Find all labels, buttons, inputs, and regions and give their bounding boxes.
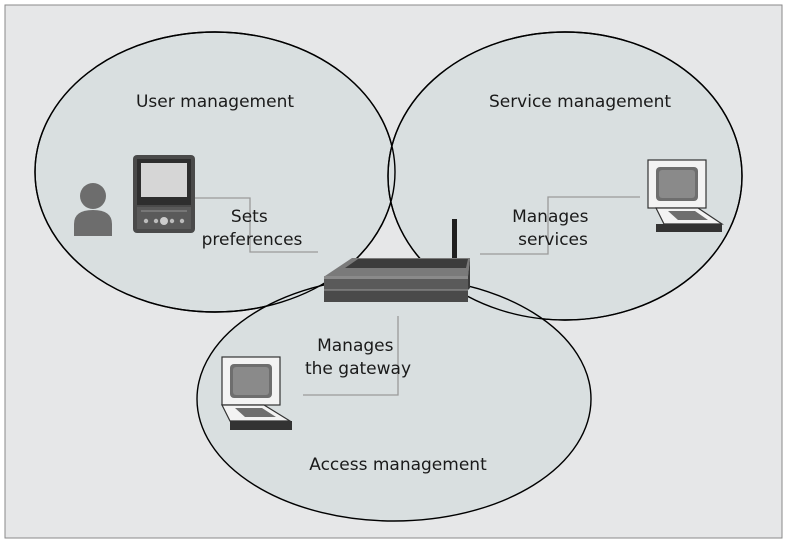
admin-computer-icon: [221, 356, 293, 430]
manages-gateway-label: Manages the gateway: [305, 336, 411, 379]
manages-services-label: Manages services: [512, 207, 594, 250]
sets-preferences-label: Sets preferences: [202, 207, 303, 250]
user-management-label: User management: [136, 92, 294, 112]
service-gateway-connector: [480, 196, 640, 255]
user-gateway-connector: [195, 197, 318, 253]
access-management-label: Access management: [309, 455, 487, 475]
access-gateway-connector: [303, 316, 399, 396]
region-outlines: [34, 31, 743, 321]
region-ellipses: [34, 31, 743, 522]
service-computer-icon: [647, 159, 724, 232]
pda-icon: [133, 155, 195, 233]
connector-lines: [195, 196, 640, 396]
person-icon: [74, 183, 112, 236]
service-management-label: Service management: [489, 92, 671, 112]
gateway-router-icon: [324, 219, 470, 302]
